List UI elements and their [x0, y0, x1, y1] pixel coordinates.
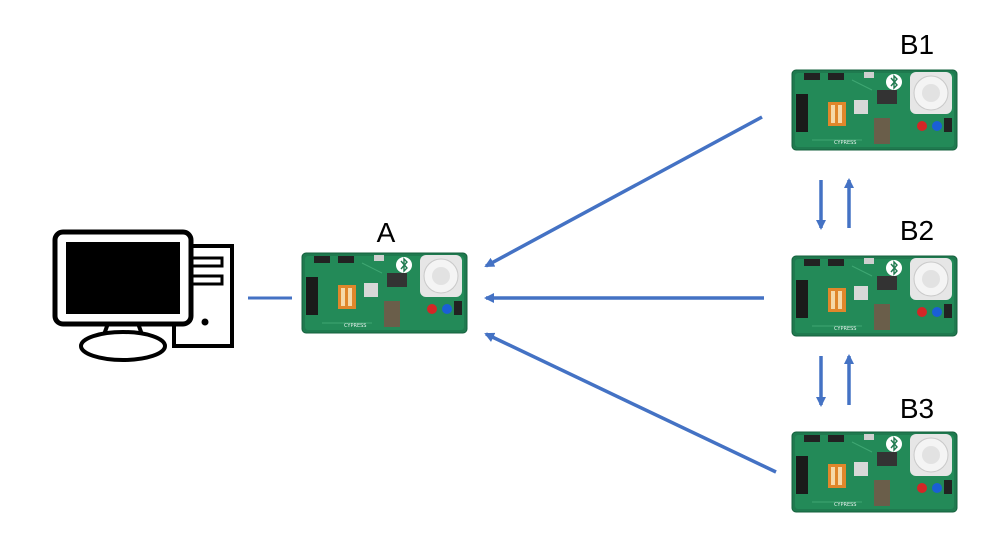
node-label-a: A	[377, 217, 396, 248]
node-label-b3: B3	[900, 393, 934, 424]
board-b1-brand: CYPRESS	[834, 140, 856, 146]
node-label-b2: B2	[900, 215, 934, 246]
board-b3-brand: CYPRESS	[834, 502, 856, 508]
board-a-brand: CYPRESS	[344, 323, 366, 329]
arrow-b3-to-a	[484, 332, 777, 474]
desktop-computer-icon	[52, 229, 234, 362]
board-b3: CYPRESS	[791, 431, 958, 513]
node-label-b1: B1	[900, 29, 934, 60]
board-b2-brand: CYPRESS	[834, 326, 856, 332]
board-b1: CYPRESS	[791, 69, 958, 151]
board-b2: CYPRESS	[791, 255, 958, 337]
arrow-b1-to-a	[484, 115, 763, 268]
board-a: CYPRESS	[301, 252, 468, 334]
